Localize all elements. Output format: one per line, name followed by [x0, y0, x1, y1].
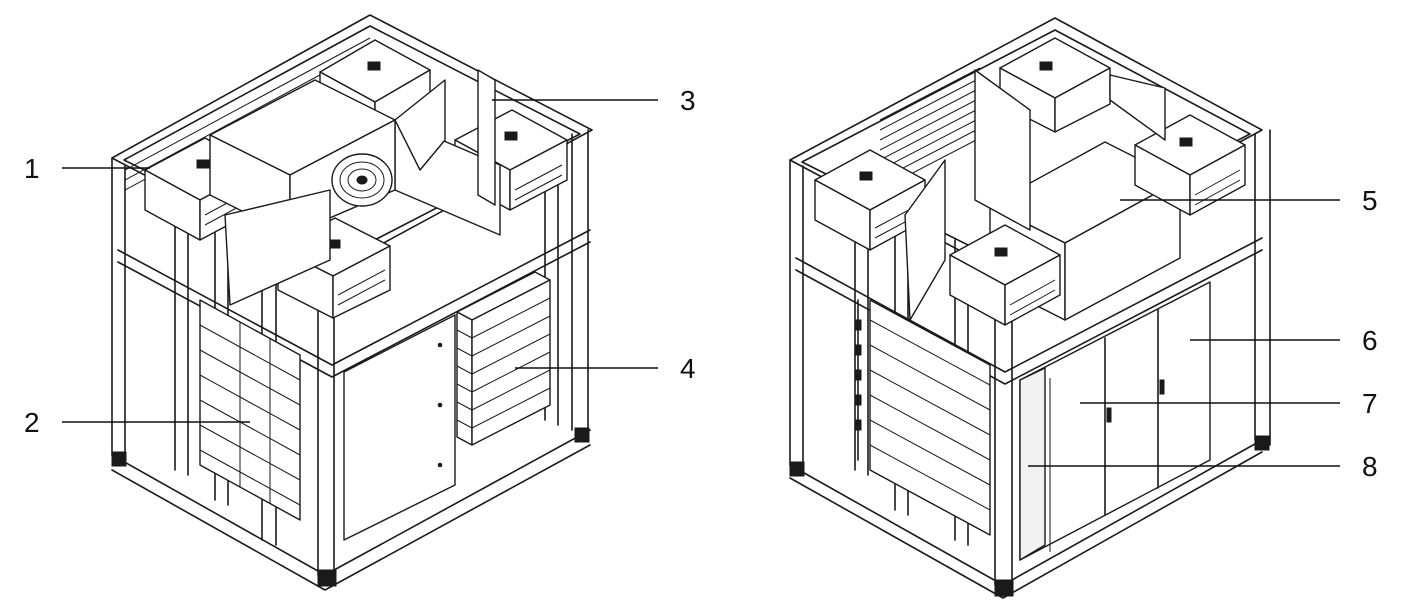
left-post-front-left: [317, 267, 335, 581]
left-post-back-left: [111, 157, 126, 461]
left-side-panel: [343, 314, 456, 541]
left-wing-panel-2: [394, 79, 446, 171]
cabinet-handle-1: [1106, 407, 1112, 423]
right-post-back-left: [789, 159, 804, 471]
left-post-front-right: [571, 129, 589, 436]
right-cabinet-side: [1019, 367, 1046, 561]
right-top-unit-front: [949, 224, 1061, 326]
callout-numbers: 1 2 3 4 5 6 7 8: [24, 85, 1378, 482]
left-module-stack-right: [456, 271, 551, 446]
left-foot-1: [111, 451, 127, 467]
right-top-unit-left: [814, 149, 926, 251]
leader-lines: [62, 99, 1340, 467]
right-foot-3: [1254, 435, 1270, 451]
callout-1: 1: [24, 153, 40, 184]
fan-icon: [331, 153, 393, 207]
right-post-front-right: [1254, 129, 1271, 446]
right-side-stack: [854, 299, 991, 536]
cabinet-handle-2: [1159, 379, 1165, 395]
left-side-panel-bolts: [437, 342, 443, 468]
right-container-view: [789, 17, 1271, 599]
left-container-view: [111, 14, 593, 591]
right-wing-panel-2: [904, 159, 946, 321]
right-top-unit-back: [999, 37, 1111, 133]
left-module-stack-left: [199, 299, 301, 521]
left-wing-panel-3: [477, 69, 496, 206]
left-mid-beam: [117, 229, 591, 378]
right-wing-panel-1: [974, 69, 1031, 231]
callout-4: 4: [680, 353, 696, 384]
left-wing-panel-1: [224, 189, 331, 306]
callout-5: 5: [1362, 185, 1378, 216]
left-foot-2: [317, 569, 337, 587]
right-foot-2: [994, 579, 1014, 597]
left-foot-3: [574, 427, 590, 443]
callout-6: 6: [1362, 325, 1378, 356]
right-wing-panel-3: [1109, 74, 1166, 141]
left-post-inner-1: [174, 194, 189, 476]
callout-2: 2: [24, 407, 40, 438]
right-side-stack-dots: [854, 319, 862, 431]
callout-3: 3: [680, 85, 696, 116]
right-post-front: [994, 267, 1013, 591]
callout-7: 7: [1362, 388, 1378, 419]
right-foot-1: [789, 461, 805, 477]
callout-8: 8: [1362, 451, 1378, 482]
right-cabinet: [1019, 281, 1211, 561]
right-mid-beam: [795, 237, 1263, 385]
